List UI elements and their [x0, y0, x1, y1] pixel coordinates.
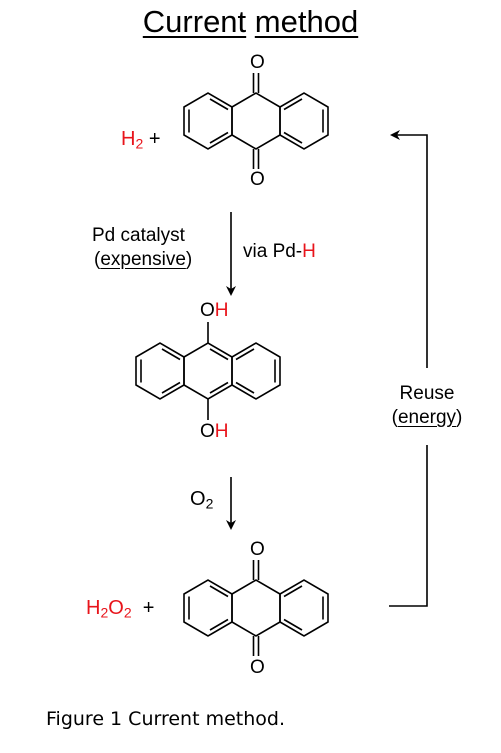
catalyst-line-2: (expensive)	[94, 249, 193, 270]
anthrahydroquinone-structure	[135, 322, 281, 420]
hydroxyl-o: O	[200, 421, 215, 442]
catalyst-line-1: Pd catalyst	[92, 225, 185, 246]
reuse-label: Reuse (energy)	[380, 382, 474, 430]
title-word-method: method	[254, 4, 359, 39]
title-word-current: Current	[142, 4, 247, 39]
h2o2-formula: H2O2	[86, 597, 132, 621]
plus-sign-top: +	[148, 128, 161, 150]
oxygen-label-top-1: O	[250, 52, 265, 73]
hydroxyl-label-top: OH	[200, 300, 229, 322]
reuse-line-2: (energy)	[391, 407, 463, 428]
central-quinone-ring	[231, 92, 281, 150]
oxygen-label-top-2: O	[250, 169, 265, 190]
right-benzene-ring	[279, 92, 329, 150]
hydrogen-peroxide-product: H2O2 +	[86, 597, 154, 620]
reuse-loop-line-lower	[389, 445, 428, 607]
reuse-loop-line-upper	[390, 130, 428, 368]
catalyst-label: Pd catalyst (expensive)	[92, 224, 192, 272]
reuse-line-1: Reuse	[399, 383, 455, 404]
left-benzene-ring	[183, 92, 233, 150]
via-pd-h-label: via Pd-H	[243, 241, 316, 262]
hydroxyl-h: H	[214, 300, 229, 321]
h2-formula: H2	[121, 128, 144, 152]
page-title: Current method	[0, 4, 501, 40]
hydroxyl-o: O	[200, 300, 215, 321]
anthraquinone-structure-bottom	[183, 560, 329, 656]
hydroxyl-label-bottom: OH	[200, 421, 229, 443]
oxygen-label-bottom-1: O	[250, 539, 265, 560]
oxygen-label-bottom-2: O	[250, 657, 265, 678]
anthraquinone-structure-top	[183, 73, 329, 169]
oxygen-reagent-label: O2	[190, 488, 214, 512]
figure-caption: Figure 1 Current method.	[46, 708, 285, 730]
hydroxyl-h: H	[214, 421, 229, 442]
hydrogen-reactant: H2 +	[121, 128, 161, 151]
plus-sign-bottom: +	[142, 597, 155, 619]
